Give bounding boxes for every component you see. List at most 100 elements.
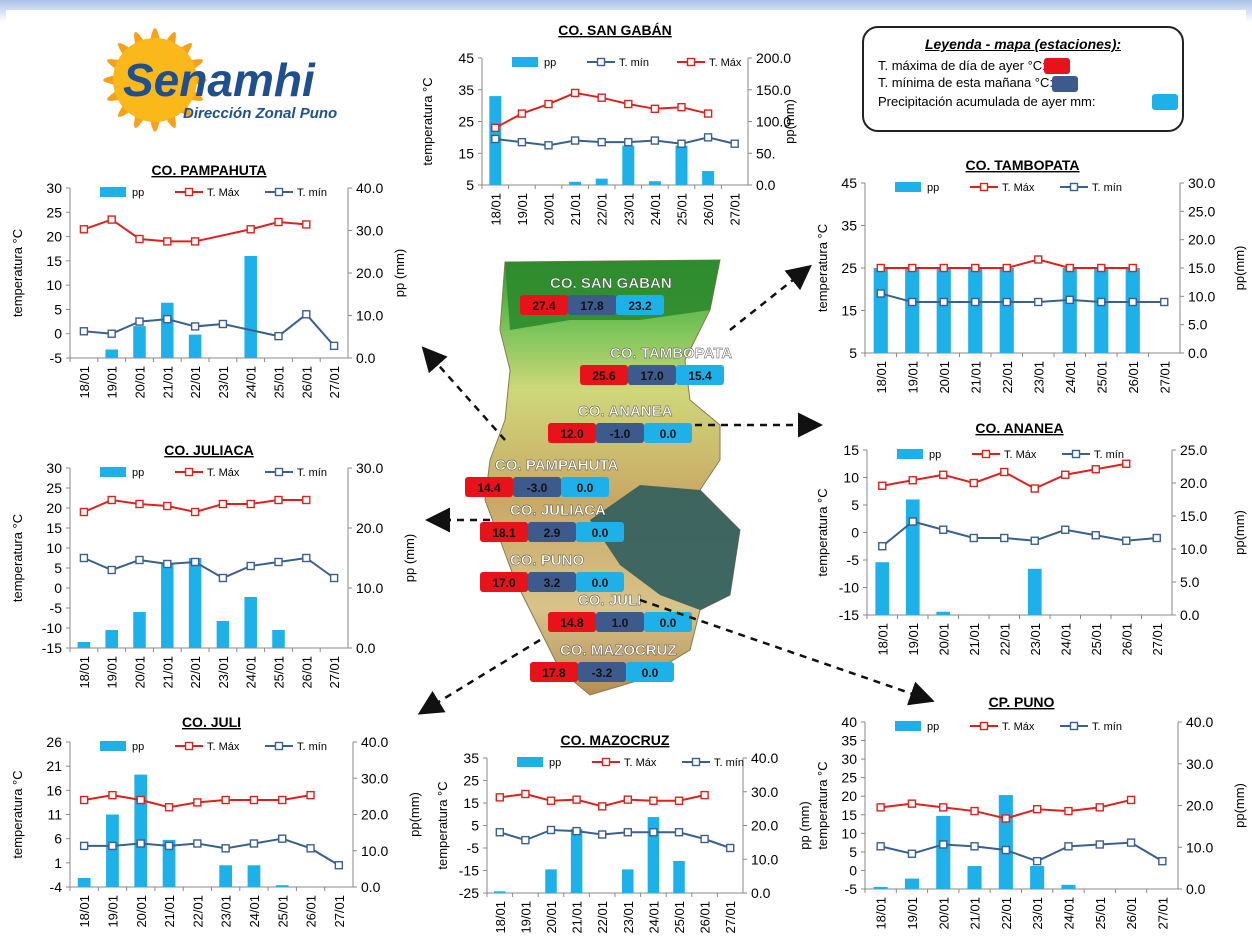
map-value-box-tmax <box>548 423 596 443</box>
pp-bar <box>648 181 661 185</box>
x-tick-label: 25/01 <box>1093 897 1108 930</box>
map-value-pp: 0.0 <box>592 526 609 540</box>
chart-title: CO. JULI <box>182 714 241 730</box>
x-tick-label: 22/01 <box>595 901 610 934</box>
legend-pp-swatch <box>897 449 923 459</box>
y2-tick-label: 20.0 <box>356 265 383 281</box>
tmax-point <box>969 478 978 488</box>
map-value-box-tmin <box>528 522 576 542</box>
legend-series-label: T. mín <box>297 467 327 479</box>
x-tick-label: 25/01 <box>672 901 687 934</box>
map-station-name: CO. TAMBOPATA <box>610 345 732 362</box>
x-tick-label: 19/01 <box>515 193 530 226</box>
tmax-point <box>79 507 89 517</box>
map-value-tmax: 14.4 <box>477 481 501 495</box>
y-tick-label: 0 <box>851 525 859 541</box>
tmax-point <box>1128 263 1137 273</box>
tmax-point <box>1097 263 1106 273</box>
x-tick-label: 18/01 <box>77 895 92 928</box>
map-value-tmin: 1.0 <box>612 616 629 630</box>
tmax-point <box>190 507 200 517</box>
tmax-point <box>1000 467 1009 477</box>
x-tick-label: 24/01 <box>244 656 259 689</box>
pp-bar <box>219 865 233 887</box>
x-tick-label: 22/01 <box>999 897 1014 930</box>
y2-tick-label: 0.0 <box>1186 881 1206 897</box>
legend-pp-swatch <box>512 57 538 67</box>
legend-series-label: pp <box>927 721 939 733</box>
chart-mazocruz: CO. MAZOCRUZ3525155-5-15-2540.030.020.01… <box>435 732 812 934</box>
tmin-point <box>302 553 311 563</box>
map-value-box-tmax <box>465 477 513 497</box>
tmax-point <box>544 99 553 109</box>
tmax-point <box>218 499 228 509</box>
tmin-point <box>907 849 917 858</box>
y2-tick-label: 20.0 <box>1186 798 1213 814</box>
tmin-point <box>876 842 885 851</box>
y2-tick-label: 20.0 <box>1180 475 1207 491</box>
map-value-box-tmax <box>480 522 528 542</box>
pp-bar <box>904 878 919 889</box>
sun-ray <box>117 104 131 118</box>
tmin-point <box>274 557 283 567</box>
tmax-point <box>163 501 172 511</box>
y-tick-label: 5 <box>54 301 62 317</box>
y2-tick-label: 15.0 <box>1180 508 1207 524</box>
tmin-point <box>970 842 979 851</box>
x-tick-label: 18/01 <box>488 193 503 226</box>
chart-pampahuta: CO. PAMPAHUTA302520151050-540.030.020.01… <box>10 162 407 399</box>
tmax-point <box>135 234 144 244</box>
map-value-pp: 0.0 <box>592 576 609 590</box>
tmin-point <box>1091 531 1100 540</box>
tmin-point <box>1000 533 1009 543</box>
tmin-point <box>623 828 633 837</box>
tmin-point <box>190 557 200 567</box>
tmin-point <box>1064 842 1073 851</box>
pp-bar <box>905 268 920 353</box>
pp-bar <box>622 869 634 893</box>
tmin-point <box>677 139 686 148</box>
y-axis-label: temperatura °C <box>10 229 25 317</box>
pp-bar <box>936 815 951 889</box>
tmax-point <box>306 790 315 800</box>
tmin-point <box>674 828 684 837</box>
tmin-point <box>1002 297 1011 307</box>
map-station-name: CO. SAN GABAN <box>550 275 672 292</box>
x-tick-label: 21/01 <box>968 897 983 930</box>
legend-series-label: T. Máx <box>207 467 240 479</box>
tmin-point <box>302 310 311 319</box>
tmax-point <box>971 263 980 273</box>
legend-series-label: T. Máx <box>207 741 240 753</box>
y2-tick-label: 30.0 <box>1188 175 1215 191</box>
x-tick-label: 18/01 <box>493 901 508 934</box>
tmin-point <box>163 559 172 569</box>
y2-tick-label: 25.0 <box>1188 203 1215 219</box>
tmax-point <box>246 499 255 509</box>
chart-juliaca: CO. JULIACA302520151050-5-10-1530.020.01… <box>10 442 417 689</box>
x-tick-label: 27/01 <box>332 895 347 928</box>
tmax-point <box>1064 806 1073 816</box>
legend-series-label: T. Máx <box>1002 182 1035 194</box>
tmax-point <box>970 806 979 816</box>
map-station-name: CO. JULI <box>578 592 641 609</box>
legend-series-label: pp <box>549 757 561 769</box>
y-tick-label: 21 <box>46 758 62 774</box>
map-value-tmax: 12.0 <box>560 427 584 441</box>
map-legend: Leyenda - mapa (estaciones): T. máxima d… <box>862 26 1184 132</box>
x-tick-label: 25/01 <box>272 366 287 399</box>
map-value-box-pp <box>576 522 624 542</box>
chart-title: CO. JULIACA <box>164 442 253 458</box>
x-tick-label: 26/01 <box>698 901 713 934</box>
legend-pp-swatch <box>895 182 921 192</box>
y-tick-label: 15 <box>46 253 62 269</box>
map-value-box-tmax <box>580 365 628 385</box>
x-tick-label: 23/01 <box>1028 623 1043 656</box>
y-tick-label: 20 <box>841 788 857 804</box>
y-tick-label: 45 <box>841 175 857 191</box>
y-tick-label: 25 <box>841 770 857 786</box>
y-tick-label: 15 <box>458 145 474 161</box>
legend-marker <box>1069 721 1079 731</box>
x-tick-label: 21/01 <box>967 623 982 656</box>
tmin-point <box>597 830 607 839</box>
